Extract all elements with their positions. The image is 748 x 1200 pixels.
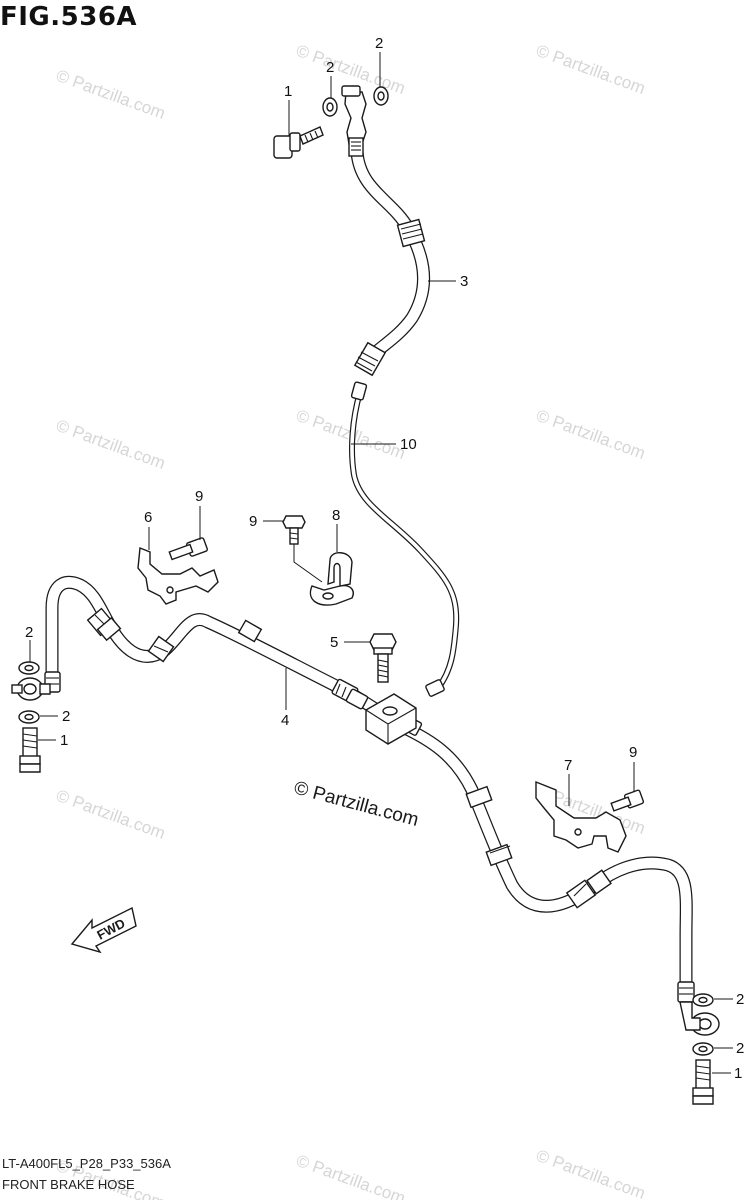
watermark: © Partzilla.com: [54, 66, 168, 123]
figure-title: FIG.536A: [0, 2, 138, 32]
sealing-washer-left-b: [18, 710, 40, 724]
copyright-text: © Partzilla.com: [292, 778, 421, 831]
sealing-washer-top-a: [322, 97, 338, 117]
hose-bracket-right: [535, 780, 627, 853]
banjo-union-right: [679, 1001, 720, 1036]
hose-bracket-left: [137, 547, 219, 605]
callout-joint-bolt: 5: [330, 634, 338, 651]
watermark: © Partzilla.com: [54, 786, 168, 843]
watermarks: © Partzilla.com © Partzilla.com © Partzi…: [54, 41, 648, 1200]
sealing-washer-top-b: [373, 86, 389, 106]
sealing-washer-right-a: [692, 993, 714, 1007]
callout-washer-left-a: 2: [25, 624, 33, 641]
watermark: © Partzilla.com: [534, 41, 648, 98]
callout-washer-right-a: 2: [736, 991, 744, 1008]
callouts: 1 2 2 3 10 9 6 9 8 5 4 9 7 2 2 1 2: [25, 35, 744, 1082]
section-name: FRONT BRAKE HOSE: [2, 1177, 135, 1192]
upper-brake-hose: [341, 85, 430, 377]
callout-bracket-right: 7: [564, 757, 572, 774]
callout-washer-top-b: 2: [375, 35, 383, 52]
callout-clamp: 8: [332, 507, 340, 524]
model-code: LT-A400FL5_P28_P33_536A: [2, 1156, 171, 1171]
callout-bolt-left: 1: [60, 732, 68, 749]
banjo-bolt-top: [273, 126, 324, 159]
watermark: © Partzilla.com: [54, 416, 168, 473]
forward-direction-arrow: FWD: [70, 906, 137, 954]
callout-bolt-clamp: 9: [249, 513, 257, 530]
callout-bolt-top: 1: [284, 83, 292, 100]
callout-washer-top-a: 2: [326, 59, 334, 76]
sealing-washer-right-b: [692, 1042, 714, 1056]
callout-bolt-bracket-left: 9: [195, 488, 203, 505]
watermark: © Partzilla.com: [534, 406, 648, 463]
callout-bracket-left: 6: [144, 509, 152, 526]
banjo-bolt-left: [19, 727, 41, 773]
clamp-bolt: [282, 515, 306, 545]
banjo-union-left: [11, 677, 51, 701]
brake-hose-joint: [365, 693, 417, 745]
sealing-washer-left-a: [18, 661, 40, 675]
joint-bolt: [369, 633, 397, 683]
hose-clamp: [309, 552, 354, 606]
bracket-bolt-left: [168, 537, 208, 561]
watermark: © Partzilla.com: [294, 1151, 408, 1200]
callout-washer-right-b: 2: [736, 1040, 744, 1057]
banjo-bolt-right: [692, 1059, 714, 1105]
callout-bolt-right: 1: [734, 1065, 742, 1082]
lower-brake-hose: [44, 575, 695, 1003]
callout-hose-upper: 3: [460, 273, 468, 290]
callout-brake-pipe: 10: [400, 436, 417, 453]
bracket-bolt-right: [610, 789, 645, 812]
watermark: © Partzilla.com: [534, 1146, 648, 1200]
brake-pipe: [349, 381, 460, 697]
callout-hose-lower: 4: [281, 712, 289, 729]
callout-washer-left-b: 2: [62, 708, 70, 725]
callout-bolt-bracket-right: 9: [629, 744, 637, 761]
